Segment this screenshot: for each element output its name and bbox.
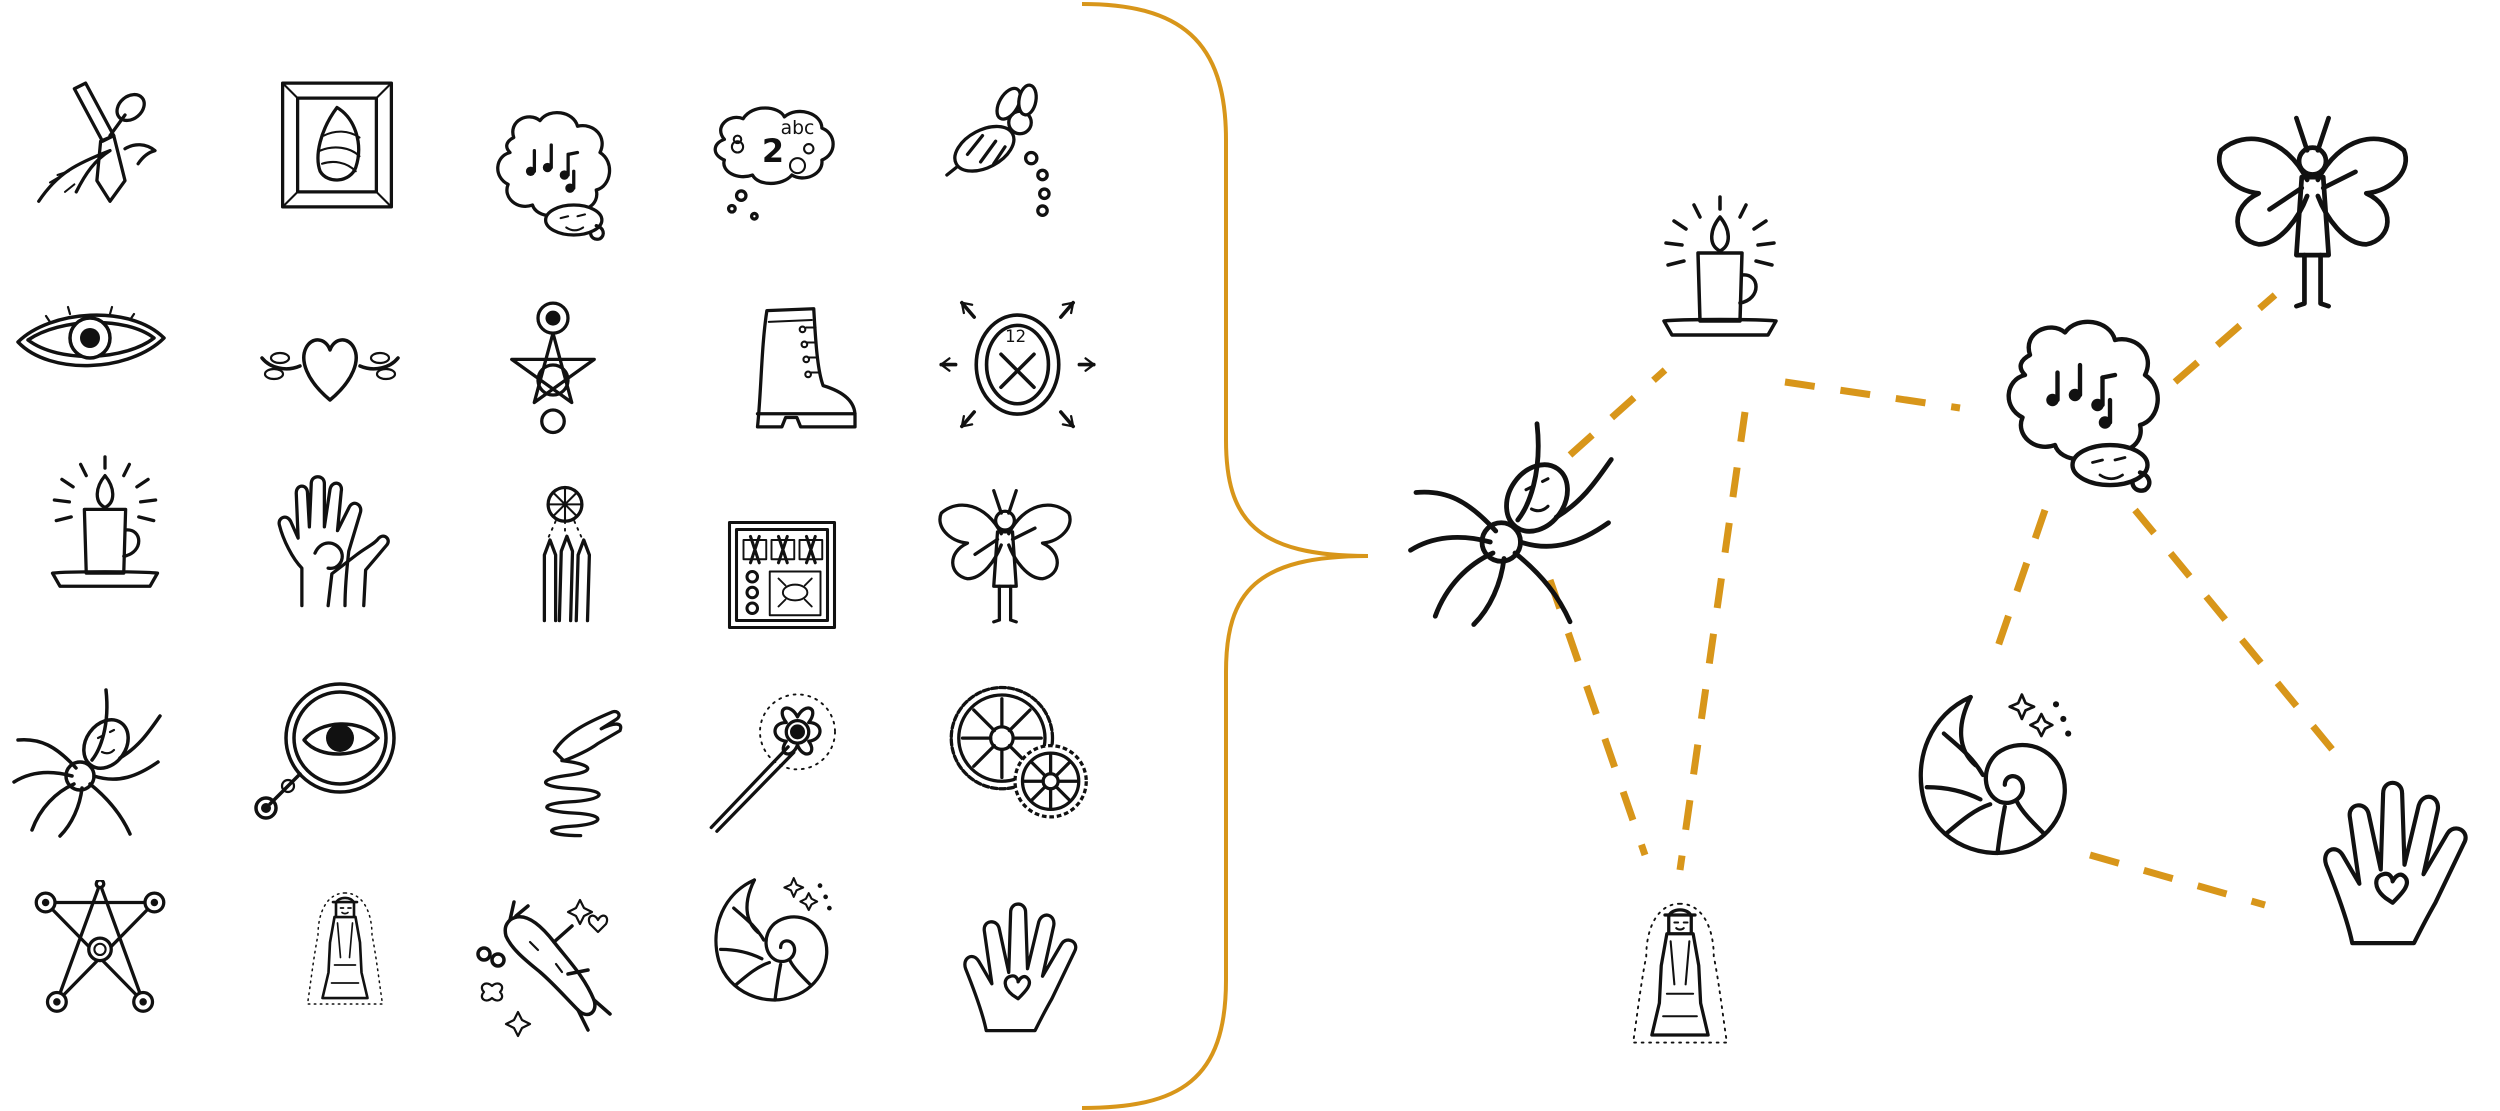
node-heart-hand-icon — [2325, 783, 2465, 943]
node-music-thought-icon — [2009, 322, 2158, 491]
heart-hand-icon — [963, 902, 1078, 1033]
hands-icon — [277, 475, 390, 608]
link-spider-candle — [1567, 367, 1668, 458]
link-spider-saint — [1546, 578, 1649, 857]
trowel-seed-icon — [37, 81, 157, 203]
link-nautilus-hand — [2089, 851, 2266, 909]
node-fairy-icon — [2219, 118, 2406, 306]
network-nodes — [1411, 118, 2466, 1042]
flower-wand-icon — [709, 692, 837, 833]
nautilus-icon — [714, 876, 834, 1002]
fairy-icon — [938, 488, 1072, 624]
saint-figure-icon — [305, 891, 385, 1006]
music-thought-icon — [496, 110, 612, 241]
grouping-brace — [1081, 2, 1369, 1110]
dancing-cow-icon — [476, 898, 612, 1038]
link-music-nautilus — [1991, 508, 2049, 657]
link-music-hand — [2132, 507, 2348, 768]
eye-icon — [16, 305, 166, 368]
star-network-icon — [34, 880, 166, 1013]
link-music-fairy — [2172, 292, 2278, 385]
spring-hand-icon — [543, 709, 623, 838]
magnifier-eye-icon — [254, 682, 396, 820]
spider-icon — [12, 688, 162, 838]
candle-icon — [50, 455, 160, 588]
node-candle-icon — [1664, 197, 1776, 335]
icon-grid — [12, 81, 1096, 1038]
counting-thought-icon — [713, 106, 835, 221]
node-spider-icon — [1411, 424, 1612, 625]
bee-icon — [945, 82, 1051, 217]
link-candle-saint — [1676, 411, 1749, 871]
heart-leaves-icon — [260, 338, 400, 402]
boot-icon — [755, 307, 857, 429]
node-saint-figure-icon — [1633, 904, 1727, 1043]
gears-icon — [949, 685, 1088, 819]
pencils-icon — [542, 485, 592, 623]
collection-board-icon — [727, 520, 837, 630]
network-links — [1546, 292, 2348, 909]
pentagram-figure-icon — [510, 301, 596, 435]
clock-arrows-icon — [939, 300, 1096, 429]
link-candle-music — [1784, 378, 1961, 412]
framed-shell-icon — [280, 81, 394, 209]
node-nautilus-icon — [1921, 695, 2071, 853]
